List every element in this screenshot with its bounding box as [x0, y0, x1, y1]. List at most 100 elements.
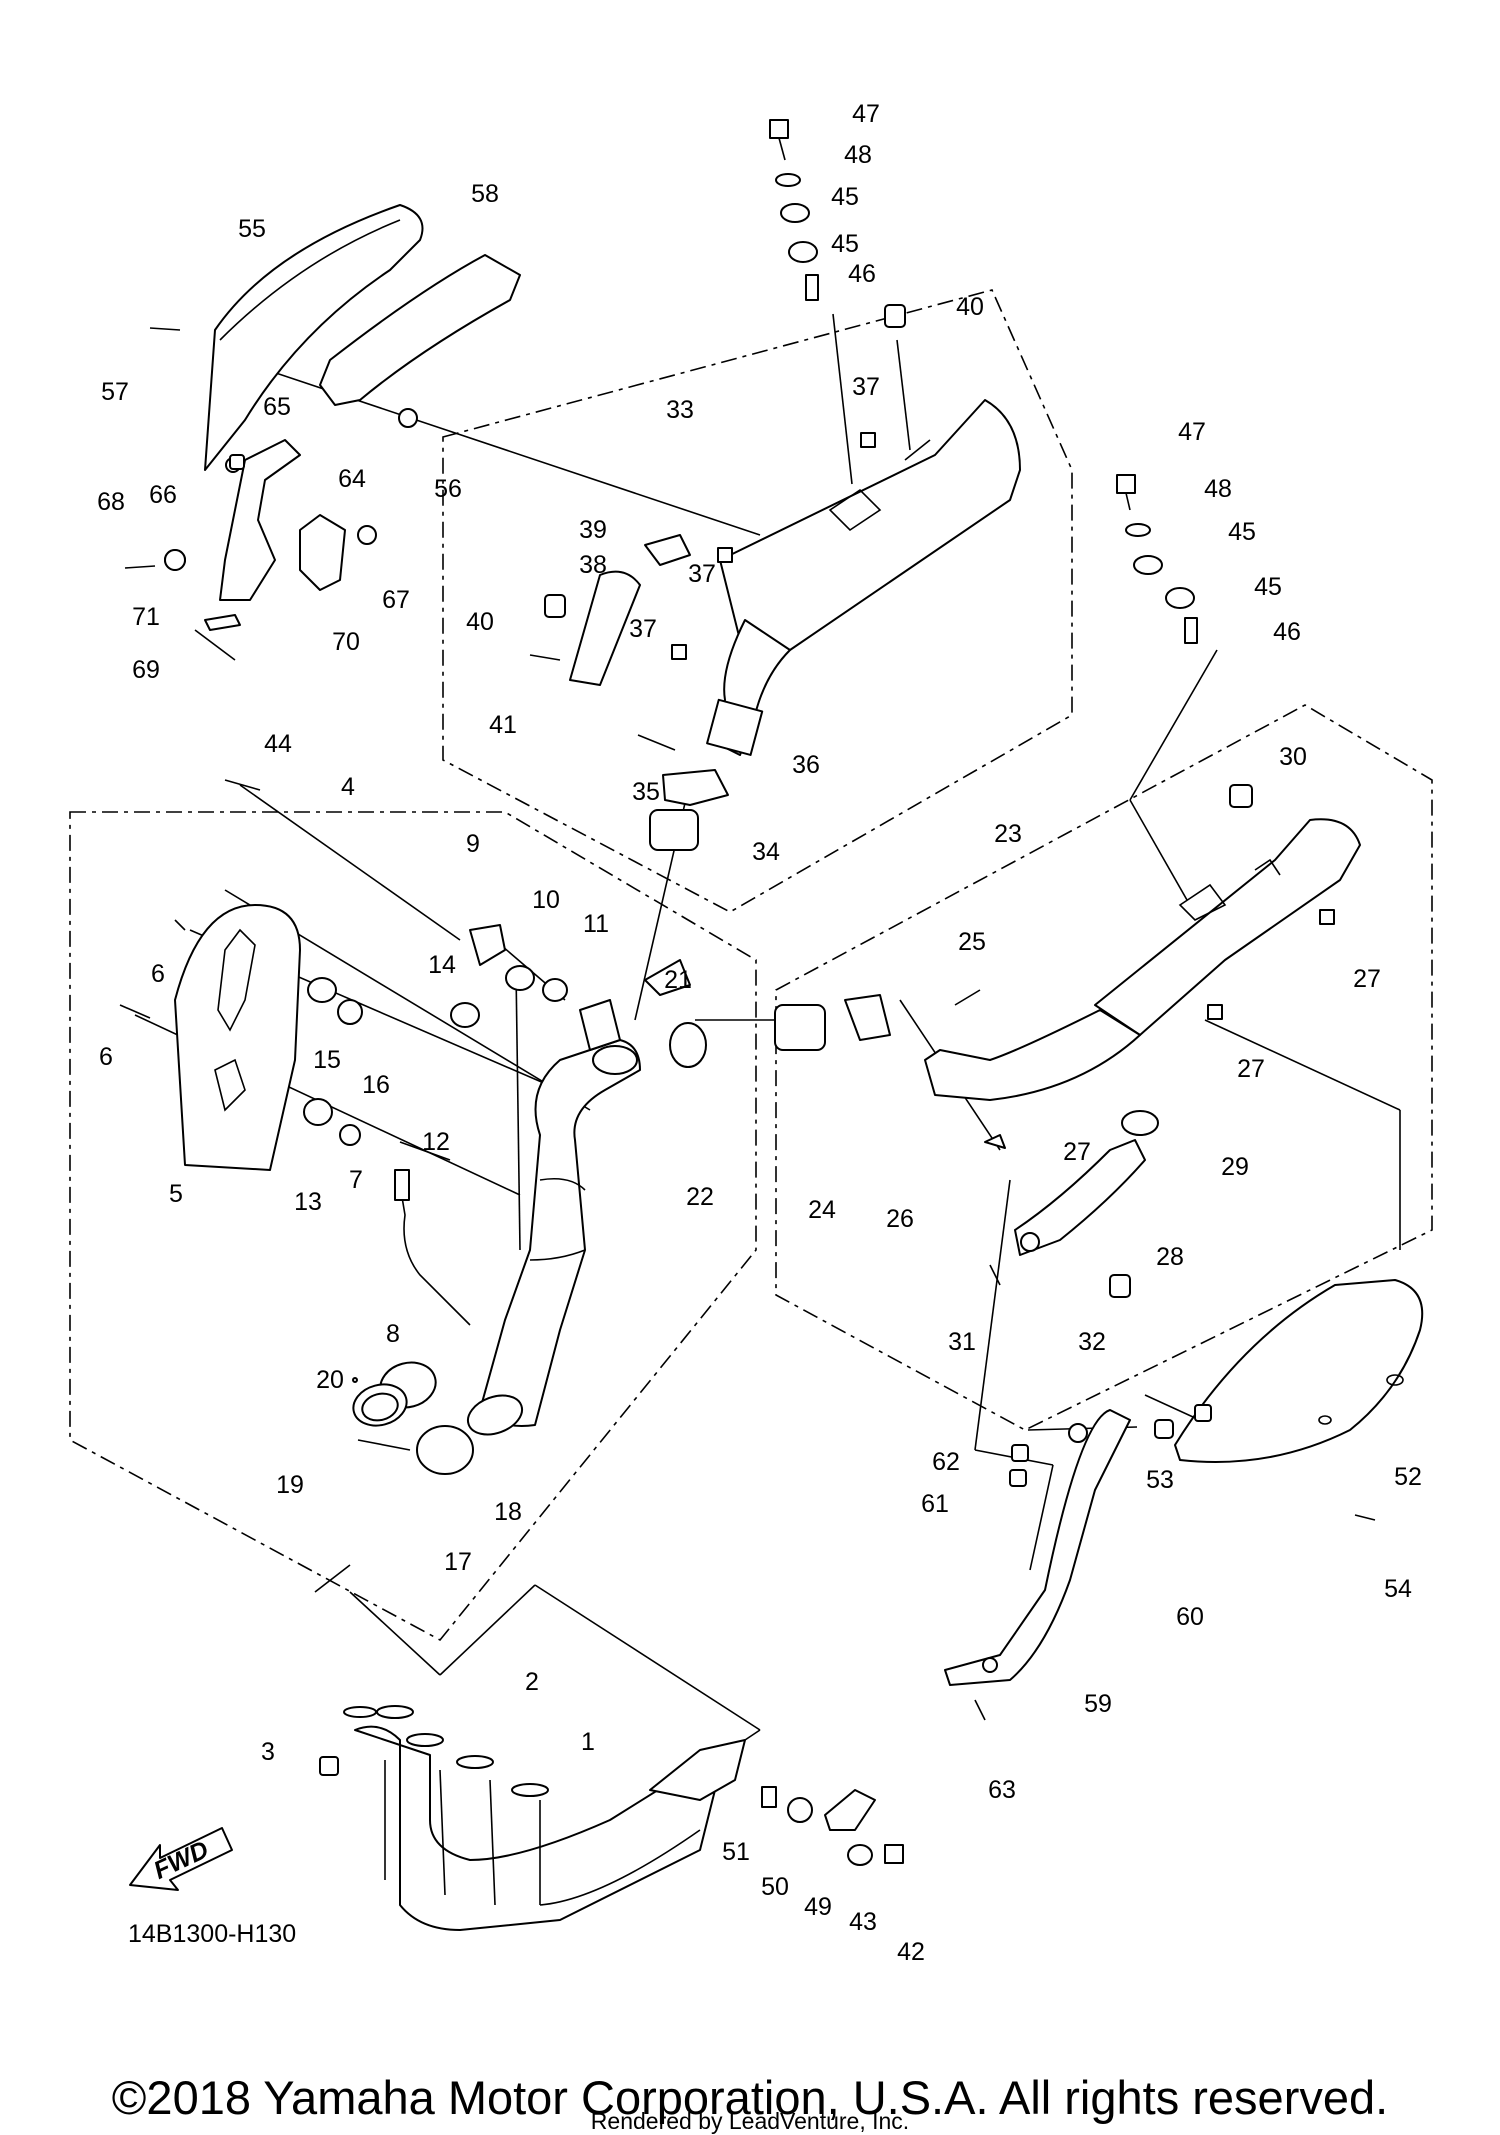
callout-67: 67	[382, 586, 410, 614]
callout-5: 5	[169, 1180, 183, 1208]
callout-22: 22	[686, 1183, 714, 1211]
callout-62: 62	[932, 1448, 960, 1476]
heat-protector-5	[174, 904, 301, 1171]
bracket-assembly	[164, 439, 346, 631]
callout-4: 4	[341, 773, 355, 801]
callout-9: 9	[466, 830, 480, 858]
callout-27: 27	[1353, 965, 1381, 993]
callout-31: 31	[948, 1328, 976, 1356]
small-parts	[119, 119, 1376, 1866]
callout-18: 18	[494, 1498, 522, 1526]
gaskets-2	[343, 1705, 549, 1797]
callout-8: 8	[386, 1320, 400, 1348]
callout-16: 16	[362, 1071, 390, 1099]
callout-27c: 27	[1063, 1138, 1091, 1166]
callout-56: 56	[434, 475, 462, 503]
callout-51: 51	[722, 1838, 750, 1866]
callout-60: 60	[1176, 1603, 1204, 1631]
callout-37c: 37	[629, 615, 657, 643]
callout-43: 43	[849, 1908, 877, 1936]
callout-24: 24	[808, 1196, 836, 1224]
muffler-upper	[706, 399, 1021, 756]
diagram-code: 14B1300-H130	[128, 1920, 296, 1948]
callout-17: 17	[444, 1548, 472, 1576]
group-outline-33	[442, 289, 1073, 913]
callout-28: 28	[1156, 1243, 1184, 1271]
callout-66: 66	[149, 481, 177, 509]
callout-36: 36	[792, 751, 820, 779]
heat-shield-52	[1174, 1279, 1424, 1463]
callout-45c: 45	[1228, 518, 1256, 546]
callout-68: 68	[97, 488, 125, 516]
callout-48: 48	[844, 141, 872, 169]
callout-27b: 27	[1237, 1055, 1265, 1083]
callout-40: 40	[956, 293, 984, 321]
callout-3: 3	[261, 1738, 275, 1766]
callout-57: 57	[101, 378, 129, 406]
callout-26: 26	[886, 1205, 914, 1233]
callout-48b: 48	[1204, 475, 1232, 503]
callout-40b: 40	[466, 608, 494, 636]
callout-65: 65	[263, 393, 291, 421]
group-outline-4	[69, 811, 757, 1642]
callout-44: 44	[264, 730, 292, 758]
callout-25: 25	[958, 928, 986, 956]
callout-19: 19	[276, 1471, 304, 1499]
callout-6: 6	[151, 960, 165, 988]
callout-58: 58	[471, 180, 499, 208]
callout-20: 20	[316, 1366, 344, 1394]
heat-shield-58	[319, 254, 521, 406]
callout-45d: 45	[1254, 573, 1282, 601]
bracket-59	[944, 1409, 1131, 1686]
callout-41: 41	[489, 711, 517, 739]
callout-33: 33	[666, 396, 694, 424]
callout-21: 21	[664, 966, 692, 994]
callout-53: 53	[1146, 1466, 1174, 1494]
muffler-right	[924, 818, 1361, 1101]
callout-45: 45	[831, 183, 859, 211]
fwd-label: FWD	[149, 1835, 212, 1884]
callout-34: 34	[752, 838, 780, 866]
callout-35: 35	[632, 778, 660, 806]
callout-13: 13	[294, 1188, 322, 1216]
heat-shield-55	[204, 204, 424, 471]
mid-pipe	[466, 999, 641, 1436]
callout-50: 50	[761, 1873, 789, 1901]
callout-59: 59	[1084, 1690, 1112, 1718]
callout-39: 39	[579, 516, 607, 544]
callout-11: 11	[583, 910, 609, 938]
callout-63: 63	[988, 1776, 1016, 1804]
callout-37b: 37	[688, 560, 716, 588]
group-outline-23	[775, 704, 1433, 1431]
callout-52: 52	[1394, 1463, 1422, 1491]
callout-71: 71	[132, 603, 160, 631]
bracket-28	[1014, 1139, 1146, 1256]
callout-38: 38	[579, 551, 607, 579]
callout-46: 46	[848, 260, 876, 288]
callout-7: 7	[349, 1166, 363, 1194]
callout-12: 12	[422, 1128, 450, 1156]
callout-61: 61	[921, 1490, 949, 1518]
callout-69: 69	[132, 656, 160, 684]
callout-10: 10	[532, 886, 560, 914]
callout-37: 37	[852, 373, 880, 401]
rendered-by-notice: Rendered by LeadVenture, Inc.	[590, 2108, 910, 2134]
callout-45b: 45	[831, 230, 859, 258]
callout-49: 49	[804, 1893, 832, 1921]
callout-64: 64	[338, 465, 366, 493]
callout-15: 15	[313, 1046, 341, 1074]
callout-46b: 46	[1273, 618, 1301, 646]
callout-29: 29	[1221, 1153, 1249, 1181]
callout-1: 1	[581, 1728, 595, 1756]
callout-2: 2	[525, 1668, 539, 1696]
callout-6b: 6	[99, 1043, 113, 1071]
callout-55: 55	[238, 215, 266, 243]
callout-14: 14	[428, 951, 456, 979]
exhaust-header	[354, 1725, 746, 1931]
callout-54: 54	[1384, 1575, 1412, 1603]
callout-23: 23	[994, 820, 1022, 848]
fwd-arrow: FWD	[129, 1827, 233, 1891]
callout-47: 47	[852, 100, 880, 128]
